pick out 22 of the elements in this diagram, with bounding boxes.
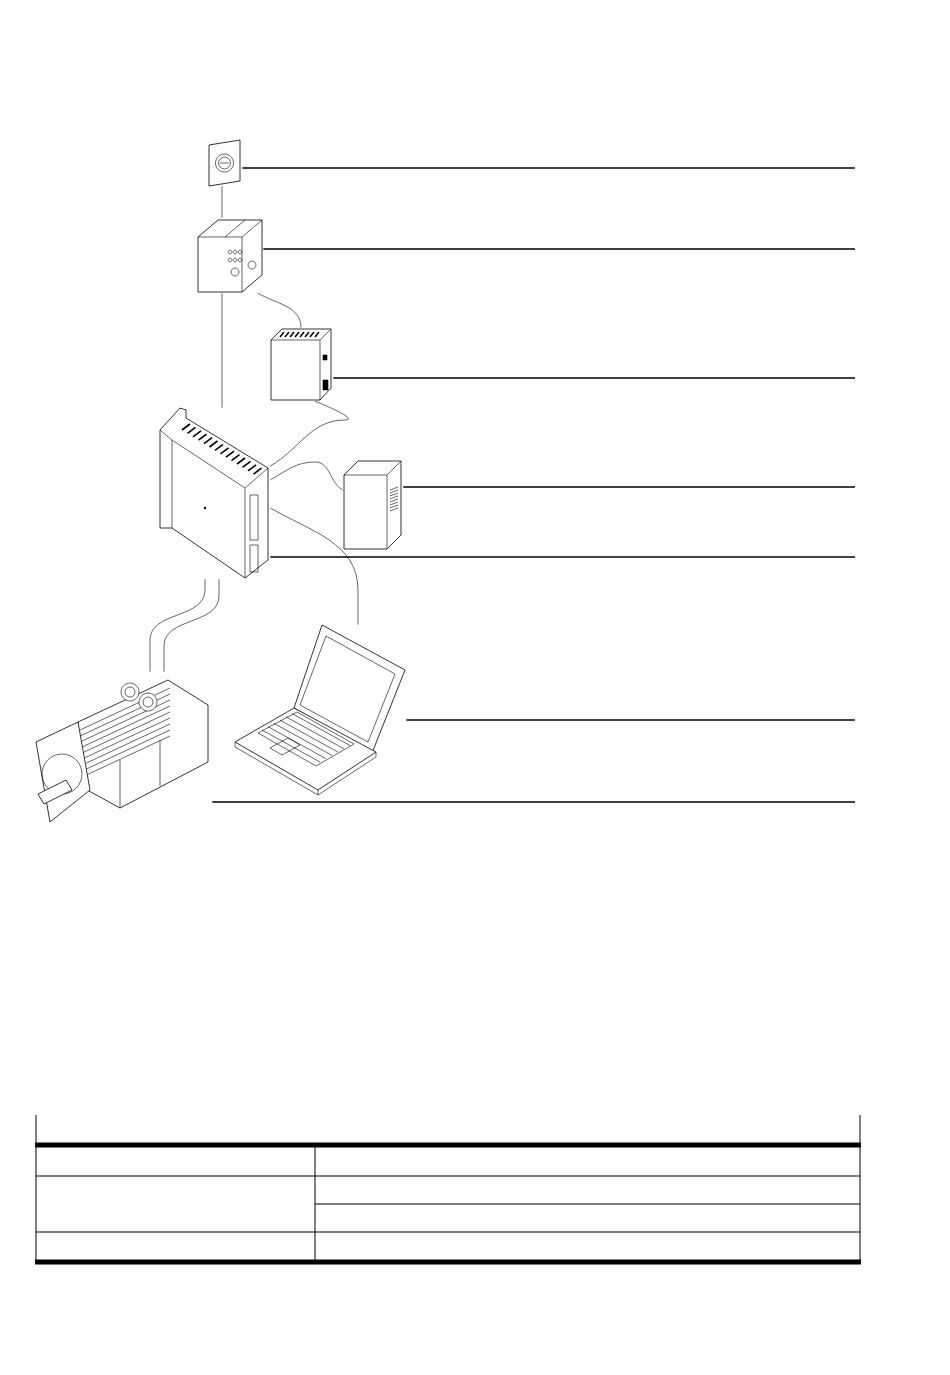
switch-drawing [208,139,241,187]
cable [221,293,223,408]
control-panel-drawing [197,219,263,293]
power-supply-drawing [270,328,332,401]
cable [163,579,220,672]
servo-drive-drawing [159,407,269,579]
laptop-drawing [234,624,406,796]
leader-line [405,719,856,721]
cable [270,507,359,625]
cable [270,401,349,467]
leader-line [211,801,856,803]
cable [221,186,223,218]
leader-line [402,486,856,488]
leader-line [332,377,856,379]
leader-line [241,167,856,169]
leader-line [262,248,856,250]
cable [149,579,206,672]
leader-line [269,556,856,558]
computer-tower-drawing [343,460,402,550]
cable [257,293,302,328]
servo-motor-drawing [35,679,209,823]
cable [270,461,343,491]
